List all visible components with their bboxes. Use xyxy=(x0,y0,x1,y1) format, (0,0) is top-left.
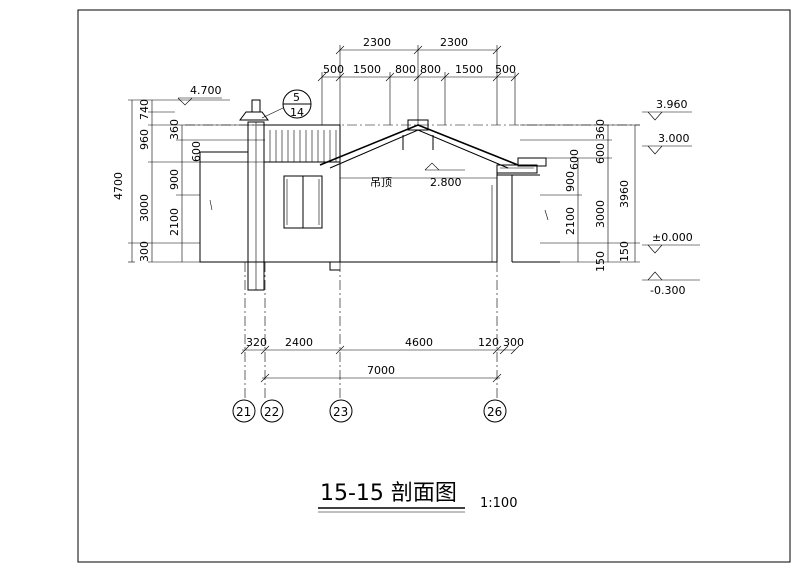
axis-bubble xyxy=(232,399,256,423)
svg-text:4.700: 4.700 xyxy=(190,84,222,97)
svg-text:2100: 2100 xyxy=(168,208,181,236)
left-dimensions: 4700 740 960 3000 300 360 600 900 2100 xyxy=(112,99,265,263)
svg-text:120: 120 xyxy=(478,336,499,349)
top-dim-6: 800 xyxy=(420,63,441,76)
drawing-title: 15-15 剖面图 xyxy=(320,481,457,506)
drawing-frame xyxy=(77,9,791,563)
svg-text:600: 600 xyxy=(594,143,607,164)
axis-bubble xyxy=(483,399,507,423)
axis-lines xyxy=(244,262,498,400)
axis-bubble xyxy=(260,399,284,423)
svg-text:±0.000: ±0.000 xyxy=(652,231,693,244)
ceiling-label: 吊顶 xyxy=(370,176,392,189)
elevation-left-top: 4.700 xyxy=(177,84,222,106)
svg-text:2400: 2400 xyxy=(285,336,313,349)
elevation-ground: -0.300 xyxy=(642,271,700,297)
drawing-title-block: 15-15 剖面图 1:100 xyxy=(318,481,517,513)
svg-text:3000: 3000 xyxy=(138,194,151,222)
top-dim-1: 2300 xyxy=(363,36,391,49)
axis-bubble xyxy=(329,399,353,423)
svg-text:600: 600 xyxy=(568,149,581,170)
axis-label: 21 xyxy=(236,405,251,419)
svg-text:740: 740 xyxy=(138,99,151,120)
elevation-right-1: 3.960 xyxy=(642,98,692,121)
axis-bubbles: 21 22 23 26 xyxy=(232,399,507,423)
axis-label: 23 xyxy=(333,405,348,419)
svg-text:3.960: 3.960 xyxy=(656,98,688,111)
svg-text:4600: 4600 xyxy=(405,336,433,349)
svg-text:-0.300: -0.300 xyxy=(650,284,685,297)
top-dim-2: 2300 xyxy=(440,36,468,49)
svg-text:900: 900 xyxy=(168,169,181,190)
building-section xyxy=(185,99,640,291)
svg-text:150: 150 xyxy=(594,251,607,272)
top-dim-7: 1500 xyxy=(455,63,483,76)
svg-text:360: 360 xyxy=(168,119,181,140)
svg-text:900: 900 xyxy=(564,171,577,192)
svg-text:2.800: 2.800 xyxy=(430,176,462,189)
bottom-dimensions: 320 2400 4600 120 300 7000 xyxy=(240,336,524,383)
svg-text:3000: 3000 xyxy=(594,200,607,228)
svg-text:4700: 4700 xyxy=(112,172,125,200)
axis-label: 26 xyxy=(487,405,502,419)
top-dim-5: 800 xyxy=(395,63,416,76)
svg-text:14: 14 xyxy=(290,106,304,119)
svg-text:360: 360 xyxy=(594,119,607,140)
elevation-ground-zero: ±0.000 xyxy=(642,231,700,254)
detail-callout: 5 14 xyxy=(261,89,312,119)
svg-text:3960: 3960 xyxy=(618,180,631,208)
elevation-ceiling: 2.800 xyxy=(424,162,465,189)
svg-text:3.000: 3.000 xyxy=(658,132,690,145)
svg-text:7000: 7000 xyxy=(367,364,395,377)
svg-text:300: 300 xyxy=(138,241,151,262)
top-dim-8: 500 xyxy=(495,63,516,76)
elevation-right-2: 3.000 xyxy=(642,132,692,155)
svg-text:960: 960 xyxy=(138,129,151,150)
right-dimensions: 360 600 3000 150 600 900 2100 150 3960 xyxy=(520,119,640,272)
top-dim-3: 500 xyxy=(323,63,344,76)
svg-text:2100: 2100 xyxy=(564,207,577,235)
top-dim-4: 1500 xyxy=(353,63,381,76)
svg-text:5: 5 xyxy=(293,91,300,104)
svg-text:300: 300 xyxy=(503,336,524,349)
svg-text:150: 150 xyxy=(618,241,631,262)
top-dimensions: 2300 2300 500 1500 800 800 1500 500 xyxy=(317,36,520,125)
drawing-scale: 1:100 xyxy=(480,496,517,511)
svg-text:320: 320 xyxy=(246,336,267,349)
axis-label: 22 xyxy=(264,405,279,419)
